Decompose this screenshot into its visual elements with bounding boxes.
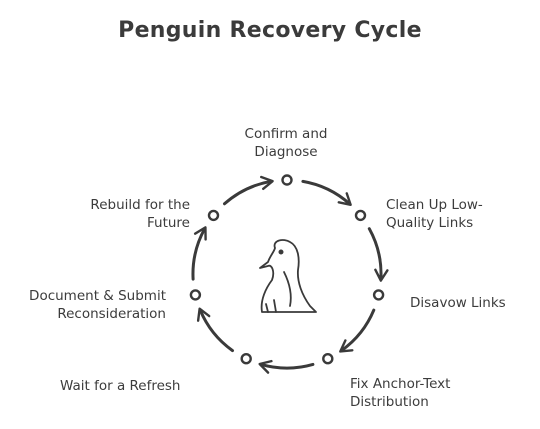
- step-label-7: Rebuild for the Future: [90, 197, 190, 231]
- cycle-arrow-2: [367, 227, 389, 282]
- cycle-node-2: [354, 209, 367, 222]
- cycle-node-4: [322, 353, 334, 365]
- step-label-6: Document & Submit Reconsideration: [29, 288, 166, 322]
- step-label-2: Clean Up Low- Quality Links: [386, 197, 483, 231]
- cycle-node-3: [372, 289, 385, 301]
- cycle-arrow-4: [258, 359, 315, 374]
- cycle-arrow-1: [301, 179, 352, 206]
- cycle-arrow-7: [223, 175, 274, 206]
- cycle-node-6: [189, 289, 202, 301]
- cycle-node-7: [207, 209, 220, 222]
- step-label-3: Disavow Links: [410, 295, 506, 311]
- step-label-5: Wait for a Refresh: [60, 378, 181, 394]
- cycle-arrow-5: [196, 307, 234, 353]
- step-label-1: Confirm and Diagnose: [244, 126, 328, 160]
- penguin-icon: [259, 239, 317, 313]
- diagram-title: Penguin Recovery Cycle: [118, 18, 422, 43]
- cycle-arrow-3: [339, 308, 376, 353]
- cycle-arrow-6: [191, 226, 207, 281]
- cycle-node-5: [240, 353, 252, 365]
- step-label-4: Fix Anchor-Text Distribution: [350, 376, 451, 410]
- cycle-node-1: [281, 174, 293, 186]
- cycle-nodes: [189, 174, 385, 365]
- cycle-arrows: [191, 175, 389, 374]
